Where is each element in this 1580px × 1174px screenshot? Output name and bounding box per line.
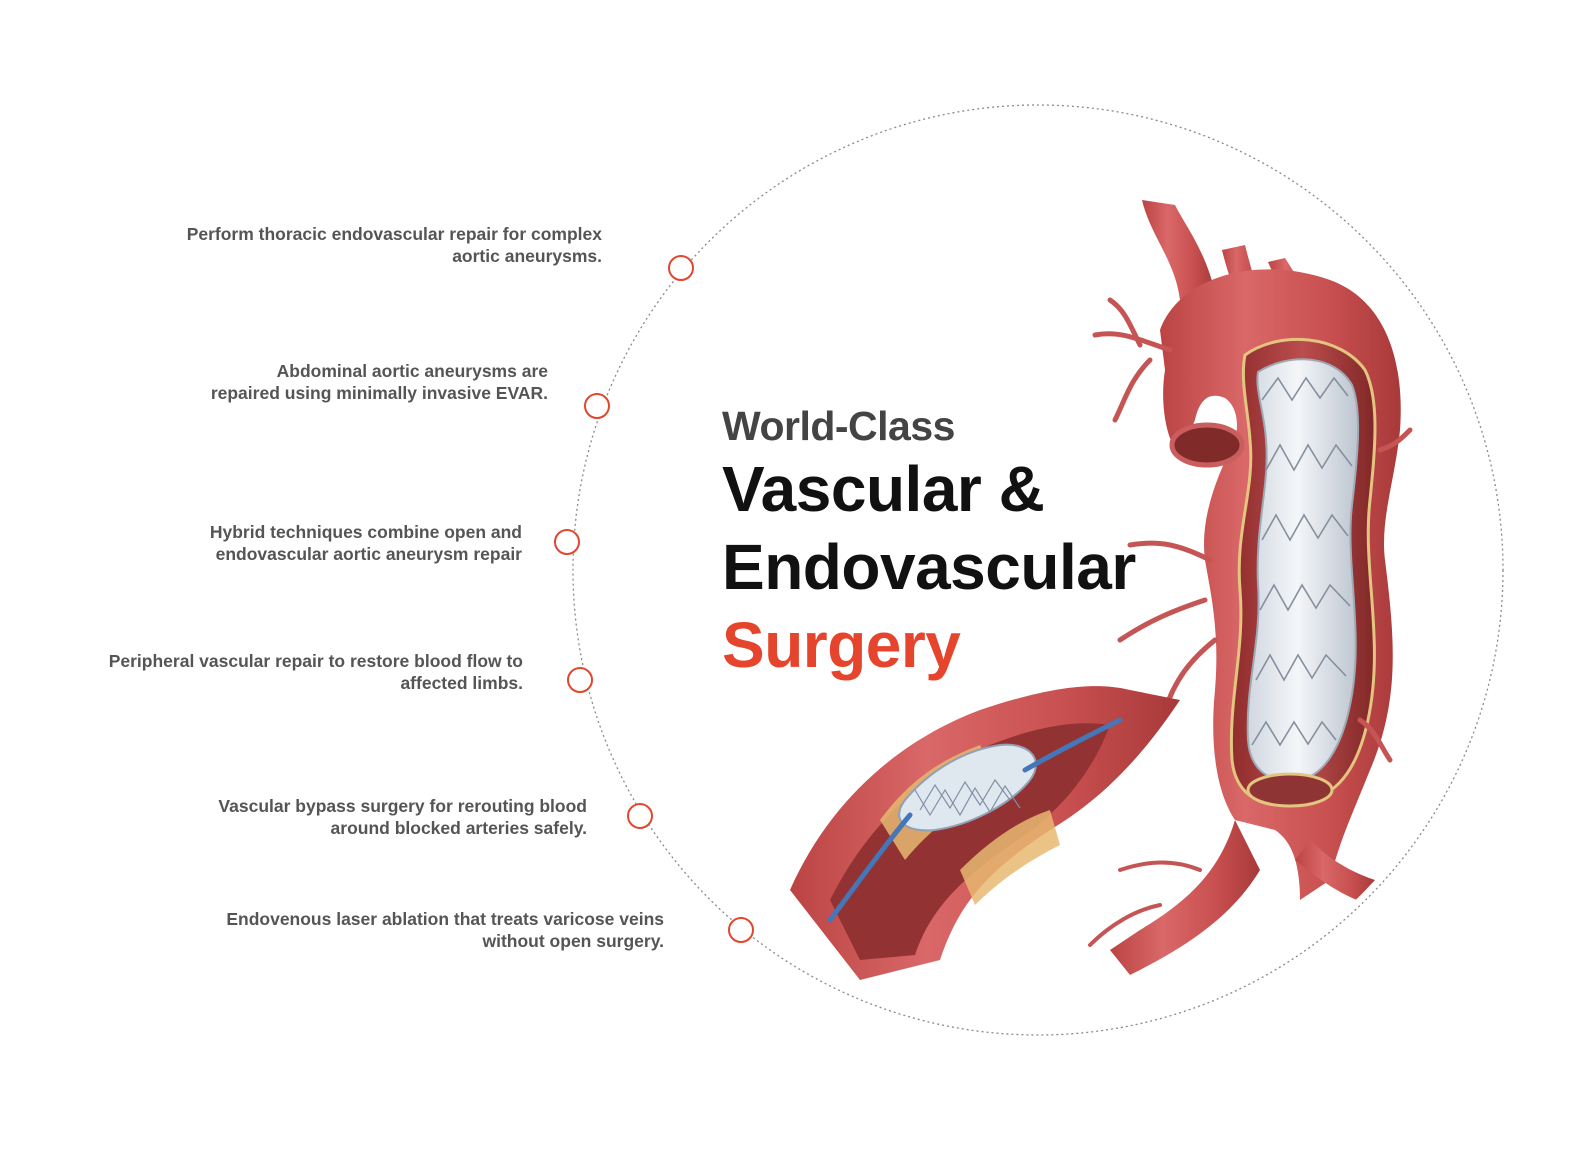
feature-text: Abdominal aortic aneurysms are repaired … <box>210 361 548 403</box>
feature-peripheral-repair: Peripheral vascular repair to restore bl… <box>103 650 523 694</box>
feature-marker-circle <box>627 803 653 829</box>
feature-text: Vascular bypass surgery for rerouting bl… <box>218 796 587 838</box>
feature-text: Peripheral vascular repair to restore bl… <box>108 651 523 693</box>
headline-line-surgery: Surgery <box>722 609 961 681</box>
feature-vascular-bypass: Vascular bypass surgery for rerouting bl… <box>207 795 587 839</box>
feature-text: Perform thoracic endovascular repair for… <box>186 224 602 266</box>
headline: World-Class Vascular & Endovascular Surg… <box>722 402 1136 684</box>
headline-line-vascular: Vascular & <box>722 453 1045 525</box>
feature-hybrid-techniques: Hybrid techniques combine open and endov… <box>142 521 522 565</box>
feature-thoracic-repair: Perform thoracic endovascular repair for… <box>182 223 602 267</box>
feature-laser-ablation: Endovenous laser ablation that treats va… <box>204 908 664 952</box>
feature-text: Hybrid techniques combine open and endov… <box>209 522 522 564</box>
headline-line-world-class: World-Class <box>722 403 955 449</box>
feature-marker-circle <box>668 255 694 281</box>
feature-marker-circle <box>567 667 593 693</box>
feature-marker-circle <box>554 529 580 555</box>
headline-line-endovascular: Endovascular <box>722 531 1136 603</box>
feature-text: Endovenous laser ablation that treats va… <box>226 909 664 951</box>
feature-marker-circle <box>728 917 754 943</box>
feature-abdominal-evar: Abdominal aortic aneurysms are repaired … <box>208 360 548 404</box>
feature-marker-circle <box>584 393 610 419</box>
